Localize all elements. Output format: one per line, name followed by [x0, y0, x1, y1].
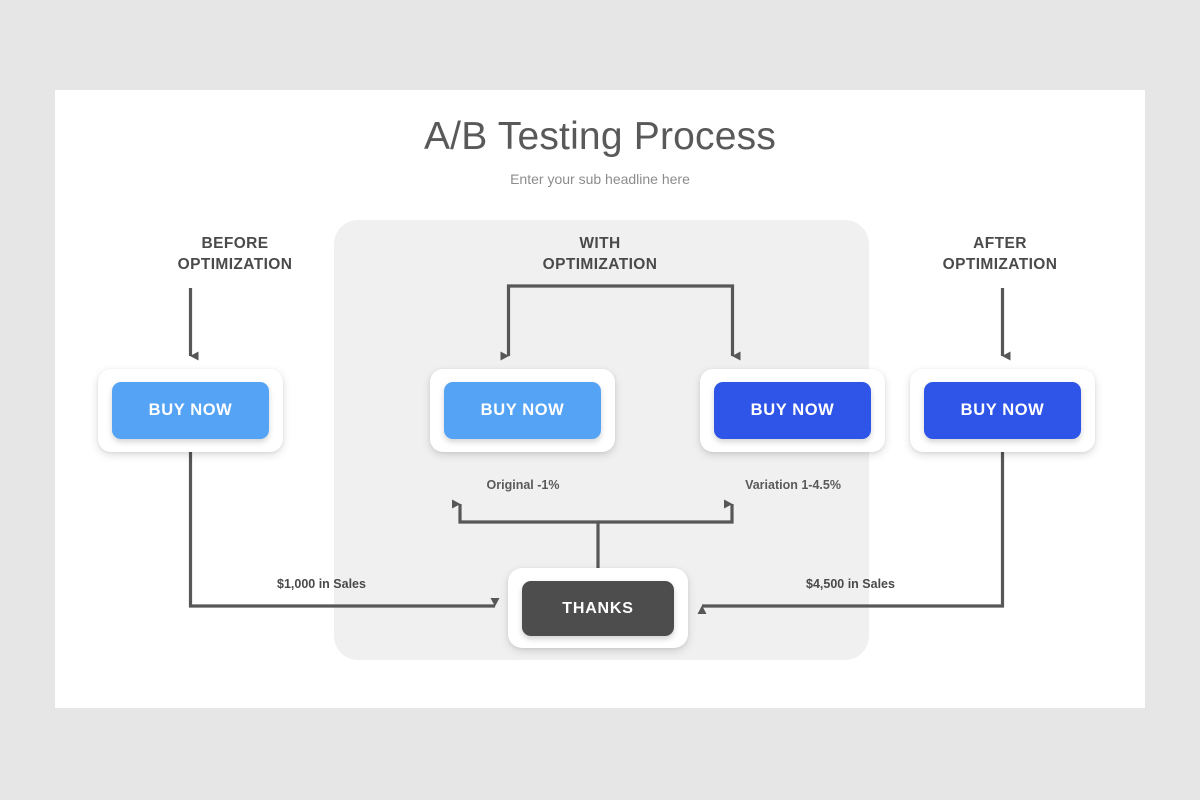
card-after-optimization: BUY NOW — [910, 369, 1095, 452]
buy-now-button-after[interactable]: BUY NOW — [924, 382, 1081, 439]
page-subtitle: Enter your sub headline here — [510, 171, 690, 187]
card-variation: BUY NOW — [700, 369, 885, 452]
buy-now-button-variation[interactable]: BUY NOW — [714, 382, 871, 439]
page-title: A/B Testing Process — [423, 115, 777, 158]
thanks-button[interactable]: THANKS — [522, 581, 674, 636]
sales-label-before: $1,000 in Sales — [277, 577, 366, 591]
card-thanks: THANKS — [508, 568, 688, 648]
slide-canvas: A/B Testing Process Enter your sub headl… — [55, 90, 1145, 708]
card-before-optimization: BUY NOW — [98, 369, 283, 452]
buy-now-button-before[interactable]: BUY NOW — [112, 382, 269, 439]
label-variation-conversion: Variation 1-4.5% — [745, 478, 841, 492]
buy-now-button-original[interactable]: BUY NOW — [444, 382, 601, 439]
sales-label-after: $4,500 in Sales — [806, 577, 895, 591]
label-original-conversion: Original -1% — [486, 478, 560, 492]
card-original: BUY NOW — [430, 369, 615, 452]
